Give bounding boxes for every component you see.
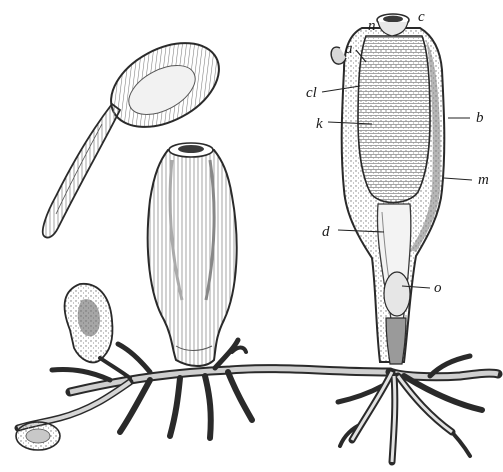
central-polyp (148, 143, 237, 366)
label-o: o (434, 280, 442, 296)
label-k: k (316, 116, 323, 132)
mature-polyp (331, 14, 444, 364)
label-d: d (322, 224, 330, 240)
label-n: n (368, 18, 376, 34)
left-bud (16, 422, 60, 450)
young-polyp (65, 284, 130, 378)
label-m: m (478, 172, 489, 188)
label-c: c (418, 9, 425, 25)
label-b: b (476, 110, 484, 126)
label-cl: cl (306, 85, 317, 101)
label-a: a (345, 41, 353, 57)
